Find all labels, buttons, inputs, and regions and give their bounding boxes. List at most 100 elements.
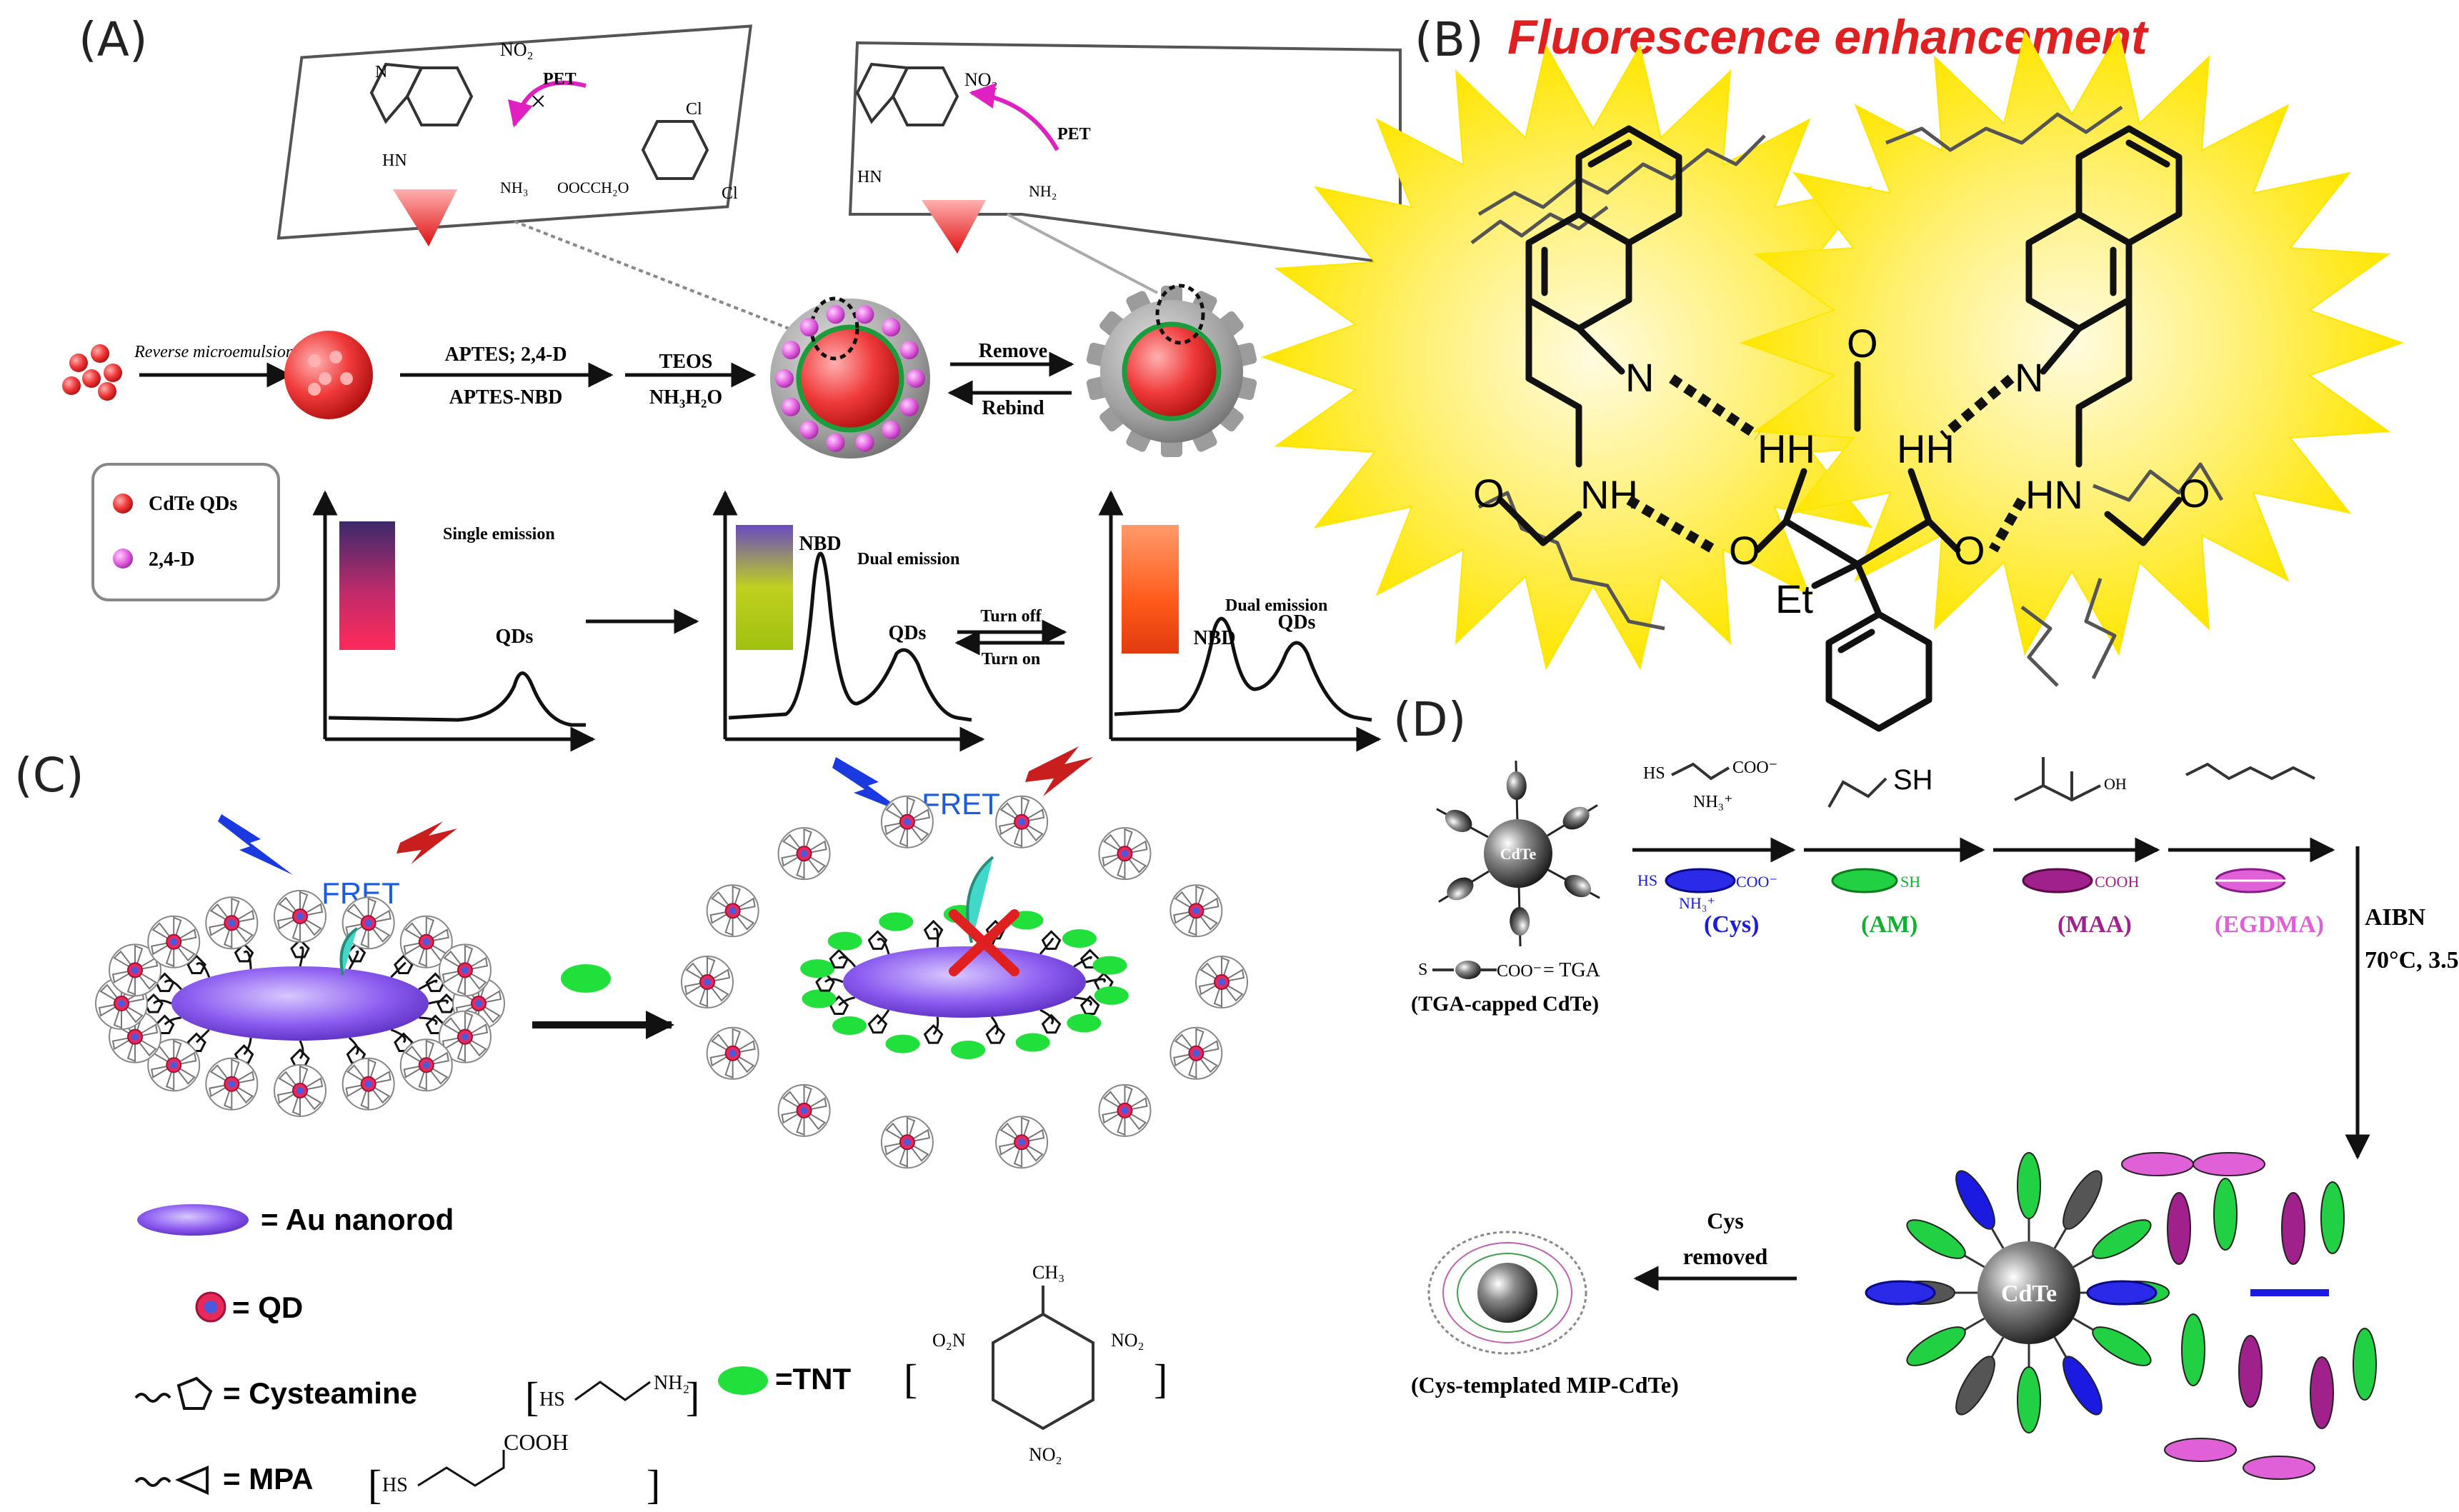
linker — [877, 1009, 890, 1025]
tnt-no2-2: NO₂ — [1029, 1444, 1062, 1465]
qd-star — [1098, 827, 1152, 881]
glow-burst-right — [1739, 29, 2405, 656]
mip-particle-empty — [1086, 284, 1257, 457]
bracket-open-3: [ — [368, 1461, 381, 1508]
ligand-monomer — [1906, 1219, 1966, 1259]
dye-dot — [782, 341, 801, 360]
legend-box-a — [91, 463, 280, 601]
dye-dot — [899, 397, 919, 416]
dye-dot — [799, 420, 819, 439]
legend-rod-label: = Au nanorod — [261, 1203, 454, 1236]
legend-rod-swatch — [137, 1204, 249, 1236]
o-label-b3: O — [1847, 321, 1878, 366]
qd-star — [147, 915, 201, 968]
nh2-label: NH₂ — [1029, 182, 1057, 200]
linker — [1074, 996, 1092, 1006]
free-monomer — [2213, 1178, 2238, 1251]
dye-dot — [855, 305, 874, 324]
cys-template-right — [2086, 1280, 2158, 1306]
conditions-label: 70°C, 3.5h — [2365, 947, 2459, 973]
nanorod-assembly-after — [681, 795, 1248, 1169]
hn-label-left: HN — [382, 151, 407, 170]
remove-label: Remove — [979, 340, 1047, 362]
mpa-cooh: COOH — [504, 1429, 569, 1455]
dye-dot — [882, 420, 901, 439]
qd-star — [777, 1083, 831, 1137]
pet-blocked-x: × — [530, 85, 547, 117]
tga-bead — [1562, 806, 1590, 830]
qd-star — [205, 1057, 259, 1111]
free-monomer — [2310, 1356, 2334, 1429]
bolt-blue-2 — [832, 757, 907, 814]
linker — [390, 1028, 406, 1043]
cdte-label-large: CdTe — [2001, 1281, 2057, 1307]
cysteamine-pentagon — [867, 1013, 888, 1034]
vial-photo-2 — [736, 525, 793, 650]
bracket-close-3: ] — [647, 1461, 660, 1508]
nh3-label: NH₃ — [500, 179, 528, 196]
aibn-label: AIBN — [2365, 904, 2425, 931]
ring-bond-4 — [1854, 518, 1932, 568]
free-monomer — [2164, 1438, 2237, 1462]
free-monomer — [2181, 1313, 2205, 1386]
egdma-structure: (EGDMA) — [2185, 762, 2324, 938]
cysteamine-pentagon — [829, 948, 849, 968]
o-label-b2: O — [2179, 471, 2210, 516]
legend-qd-label-c: = QD — [232, 1291, 303, 1324]
tga-capped-cdte: CdTe — [1436, 761, 1600, 946]
dye-dot — [782, 397, 801, 416]
nbd-label-2: NBD — [1193, 627, 1235, 649]
cl-label-2: Cl — [722, 184, 738, 203]
bracket-open-1: [ — [525, 1373, 539, 1420]
o-label-b5: O — [1954, 528, 1985, 573]
pet-label-right: PET — [1057, 125, 1091, 144]
cys-structure: HS COO⁻ NH₃⁺ — [1643, 758, 1777, 811]
cdte-label-small: CdTe — [1500, 845, 1537, 863]
hn-label-right: HN — [857, 168, 882, 186]
cysteamine-pentagon — [1041, 930, 1062, 950]
tga-bead — [1564, 874, 1592, 898]
tnt-bound — [1062, 928, 1097, 948]
qd-star — [399, 1038, 453, 1092]
free-monomer — [2167, 1192, 2191, 1265]
vial-photo-3 — [1122, 525, 1179, 654]
free-monomer — [2320, 1181, 2345, 1254]
triangle-icon — [175, 1465, 209, 1496]
n-label-left: N — [375, 63, 387, 81]
tnt-bound — [832, 1016, 867, 1036]
cyclohexenyl-bond — [1854, 561, 1882, 618]
amide-co-right — [2140, 496, 2183, 546]
et-bond — [1811, 561, 1861, 589]
maa-structure: OH COOH (MAA) — [2014, 757, 2139, 938]
legend-cys-label: = Cysteamine — [223, 1376, 417, 1410]
qd-star — [274, 890, 326, 943]
cys-icon-coo: COO⁻ — [1736, 873, 1777, 891]
glow-burst-left — [1260, 44, 1926, 671]
dual-emission-label-1: Dual emission — [857, 550, 959, 569]
tga-legend-ellipse — [1455, 961, 1481, 979]
linker — [1073, 956, 1092, 968]
cys-nh2: NH₂ — [654, 1372, 689, 1394]
cysteamine-pentagon — [867, 930, 888, 950]
dye-dot — [899, 341, 919, 360]
tnt-no2-1: NO₂ — [1111, 1330, 1144, 1351]
linker — [1085, 978, 1106, 983]
panel-d-label: (D) — [1393, 692, 1466, 747]
linker — [299, 1040, 304, 1060]
core-inner-dots — [308, 351, 353, 396]
ring-bond-2 — [1907, 468, 1932, 525]
qd-star — [1169, 1026, 1223, 1080]
ligand-monomer — [1955, 1170, 1995, 1230]
panel-c: (C) FRET FRET = Au nanorod = QD = Cystea… — [14, 746, 1248, 1508]
legend-24d-label: 2,4-D — [149, 549, 195, 571]
co-bond-right — [1925, 518, 1961, 554]
cysteamine-pentagon — [144, 993, 164, 1013]
ring-bond-3 — [1782, 518, 1861, 568]
tnt-bound — [1094, 986, 1129, 1005]
cl-label-1: Cl — [686, 100, 702, 119]
tga-legend-s: S — [1418, 961, 1427, 979]
ligand-monomer — [2063, 1170, 2103, 1230]
linker — [932, 927, 939, 948]
o-label-b1: O — [1473, 471, 1505, 516]
